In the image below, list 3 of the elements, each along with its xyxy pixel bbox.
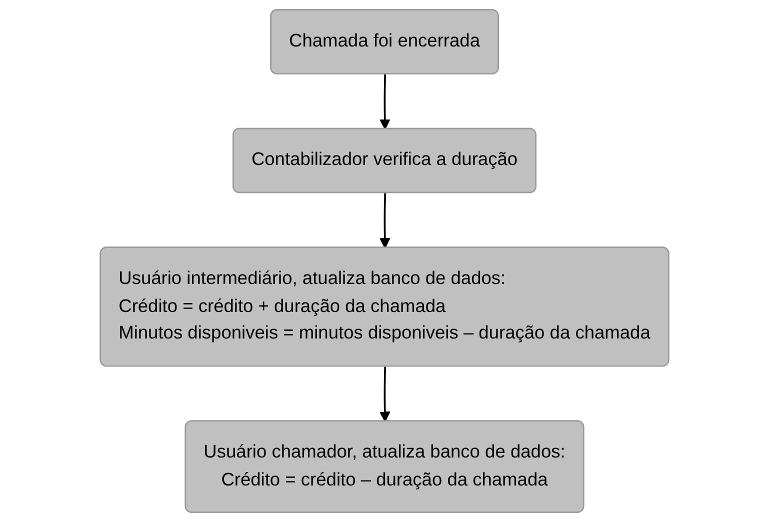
arrow — [380, 74, 390, 130]
arrow — [380, 366, 390, 422]
arrow — [380, 193, 390, 248]
